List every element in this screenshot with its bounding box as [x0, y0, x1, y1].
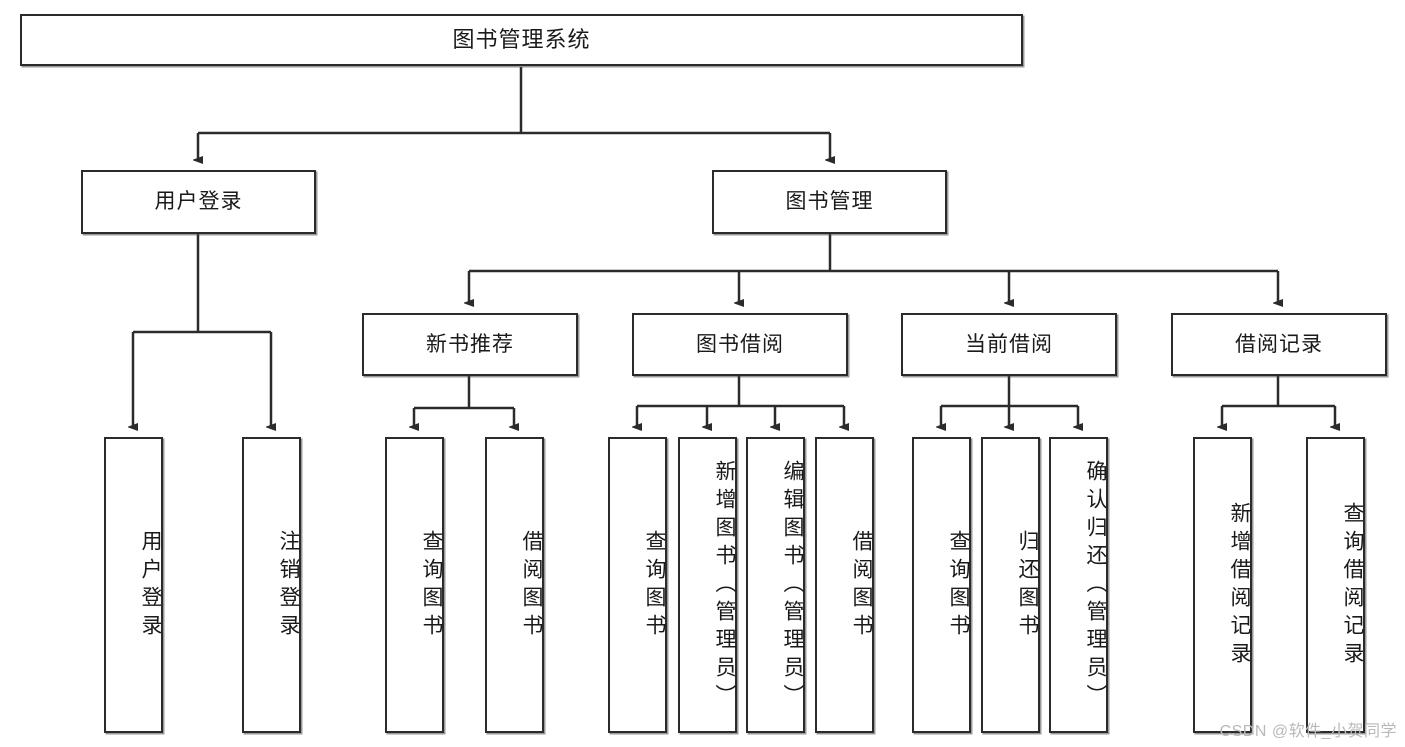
node-label: 图书管理	[785, 190, 874, 214]
leaf-edit-book[interactable]: 编辑图书（管理员）	[746, 437, 805, 733]
node-borrow-record[interactable]: 借阅记录	[1171, 313, 1387, 376]
node-book-management[interactable]: 图书管理	[712, 170, 947, 234]
node-root-system[interactable]: 图书管理系统	[20, 14, 1023, 66]
node-label: 图书管理系统	[452, 26, 591, 52]
leaf-add-book[interactable]: 新增图书（管理员）	[678, 437, 737, 733]
leaf-return-book[interactable]: 归还图书	[981, 437, 1040, 733]
leaf-logout-login[interactable]: 注销登录	[242, 437, 301, 733]
node-label: 新增借阅记录	[1228, 502, 1251, 670]
node-label: 归还图书	[1016, 530, 1039, 642]
node-new-book-recommend[interactable]: 新书推荐	[362, 313, 578, 376]
leaf-query-book-recommend[interactable]: 查询图书	[385, 437, 444, 733]
node-label: 借阅图书	[850, 530, 873, 642]
watermark: CSDN @软件_小贺同学	[1219, 723, 1397, 740]
node-user-login[interactable]: 用户登录	[81, 170, 316, 234]
leaf-query-book-current[interactable]: 查询图书	[912, 437, 971, 733]
node-label: 查询图书	[643, 530, 666, 642]
node-book-borrow[interactable]: 图书借阅	[632, 313, 848, 376]
leaf-add-borrow-record[interactable]: 新增借阅记录	[1193, 437, 1252, 733]
leaf-query-borrow-record[interactable]: 查询借阅记录	[1306, 437, 1365, 733]
leaf-borrow-book-recommend[interactable]: 借阅图书	[485, 437, 544, 733]
node-label: 查询图书	[947, 530, 970, 642]
node-label: 用户登录	[139, 530, 162, 642]
node-label: 查询图书	[420, 530, 443, 642]
leaf-query-book-borrow[interactable]: 查询图书	[608, 437, 667, 733]
node-label: 确认归还（管理员）	[1084, 460, 1107, 712]
leaf-borrow-book[interactable]: 借阅图书	[815, 437, 874, 733]
leaf-confirm-return[interactable]: 确认归还（管理员）	[1049, 437, 1108, 733]
node-label: 借阅记录	[1235, 332, 1323, 356]
node-label: 新增图书（管理员）	[713, 460, 736, 712]
node-label: 用户登录	[154, 190, 243, 214]
node-label: 当前借阅	[965, 332, 1053, 356]
node-label: 查询借阅记录	[1341, 502, 1364, 670]
node-label: 编辑图书（管理员）	[781, 460, 804, 712]
node-label: 注销登录	[277, 530, 300, 642]
node-label: 图书借阅	[696, 332, 784, 356]
leaf-user-login[interactable]: 用户登录	[104, 437, 163, 733]
node-current-borrow[interactable]: 当前借阅	[901, 313, 1117, 376]
node-label: 新书推荐	[426, 332, 514, 356]
node-label: 借阅图书	[520, 530, 543, 642]
